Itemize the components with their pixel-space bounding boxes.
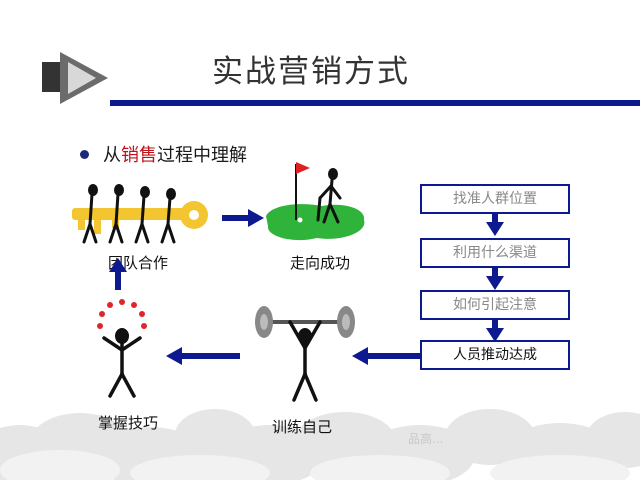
caption-skills: 掌握技巧 [98,414,159,432]
step-4: 人员推动达成 [420,340,570,370]
step-3: 如何引起注意 [420,290,570,320]
bullet-prefix: 从 [103,145,121,166]
arrow-up-icon [109,258,127,290]
juggler-icon [97,299,147,398]
arrow-right-icon [222,209,264,227]
bullet-line: 从销售过程中理解 [80,141,247,167]
clouds-background [0,409,640,480]
play-triangle-icon [42,52,108,104]
arrow-down-icon [486,268,504,290]
team-key-figures-icon [72,184,208,244]
caption-success: 走向成功 [290,254,351,272]
arrow-down-icon [486,320,504,342]
bullet-dot [80,149,89,159]
bullet-suffix: 过程中理解 [157,145,247,166]
bullet-highlight: 销售 [121,145,157,166]
title-rule [110,100,640,106]
arrow-left-icon [352,347,420,365]
watermark: 品高... [408,432,444,446]
caption-training: 训练自己 [272,418,333,436]
step-2: 利用什么渠道 [420,238,570,268]
step-1: 找准人群位置 [420,184,570,214]
golfer-green-flag-icon [266,162,365,241]
slide-title: 实战营销方式 [212,54,410,90]
weightlifter-icon [255,306,355,402]
arrow-left-icon [166,347,240,365]
arrow-down-icon [486,214,504,236]
